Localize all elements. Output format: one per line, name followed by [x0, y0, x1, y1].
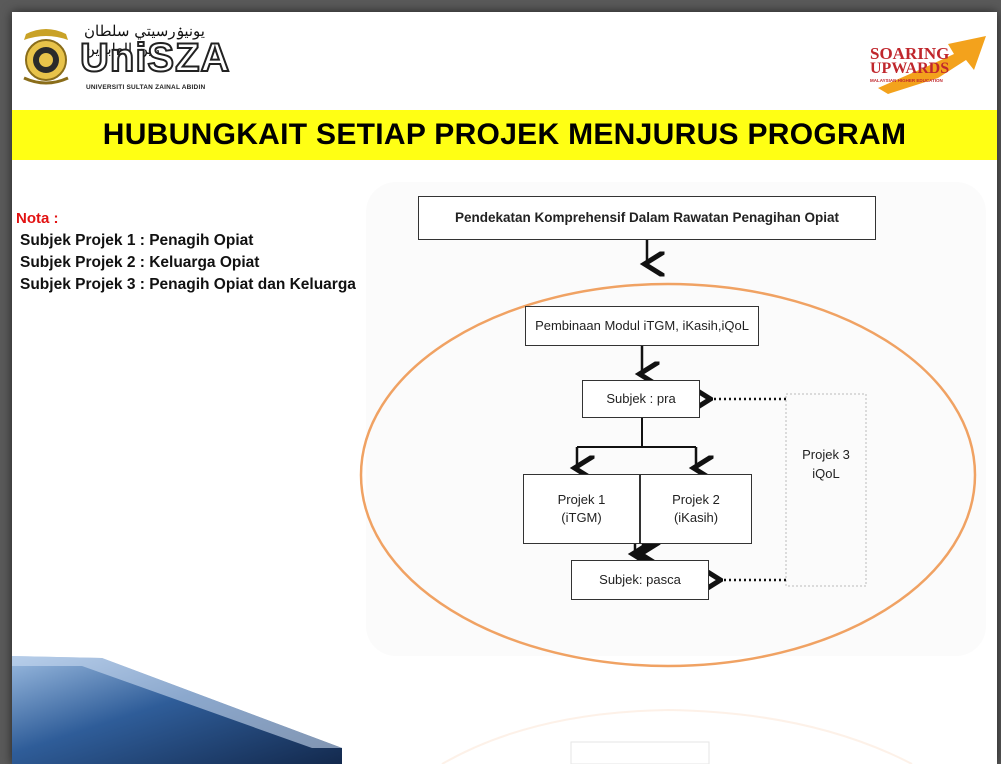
- top-approach-box: Pendekatan Komprehensif Dalam Rawatan Pe…: [418, 196, 876, 240]
- unisza-subtitle: UNIVERSITI SULTAN ZAINAL ABIDIN: [86, 84, 206, 91]
- subjek-pasca-box: Subjek: pasca: [571, 560, 709, 600]
- unisza-logo: يونيۏرسيتي سلطان زين العابدين UniSZA UNI…: [14, 20, 232, 92]
- higher-education-text: MALAYSIAN HIGHER EDUCATION: [870, 78, 943, 83]
- projek2-module: (iKasih): [673, 510, 719, 525]
- arabic-name: يونيۏرسيتي سلطان زين العابدين: [84, 22, 205, 58]
- projek1-box: Projek 1 (iTGM): [523, 474, 640, 544]
- note-line: Subjek Projek 2 : Keluarga Opiat: [20, 254, 260, 271]
- projek1-module: (iTGM): [561, 510, 602, 525]
- projek2-box: Projek 2 (iKasih): [640, 474, 752, 544]
- soaring-upwards-logo: SOARING UPWARDS MALAYSIAN HIGHER EDUCATI…: [868, 30, 990, 94]
- projek3-title: Projek 3: [802, 447, 850, 462]
- slide: يونيۏرسيتي سلطان زين العابدين UniSZA UNI…: [12, 12, 997, 764]
- subjek-pra-box: Subjek : pra: [582, 380, 700, 418]
- projek3-box: [785, 393, 867, 587]
- projek1-title: Projek 1: [557, 492, 606, 507]
- decorative-chevron: [12, 656, 913, 764]
- modul-box: Pembinaan Modul iTGM, iKasih,iQoL: [525, 306, 759, 346]
- diagram-graphics: [359, 182, 986, 668]
- projek3-label: Projek 3 iQoL: [786, 445, 866, 483]
- page-title: HUBUNGKAIT SETIAP PROJEK MENJURUS PROGRA…: [102, 118, 907, 151]
- soaring-text: SOARING: [870, 44, 950, 63]
- note-line: Subjek Projek 1 : Penagih Opiat: [20, 232, 254, 249]
- notes-block: Nota : Subjek Projek 1 : Penagih Opiat S…: [16, 208, 356, 296]
- unisza-wordmark: UniSZA: [79, 35, 231, 81]
- projek2-title: Projek 2: [672, 492, 720, 507]
- projek3-module: iQoL: [812, 466, 840, 481]
- upwards-text: UPWARDS: [870, 60, 950, 77]
- title-banner: HUBUNGKAIT SETIAP PROJEK MENJURUS PROGRA…: [12, 110, 997, 160]
- note-line: Subjek Projek 3 : Penagih Opiat dan Kelu…: [20, 276, 356, 293]
- diagram-background: [366, 182, 986, 656]
- nota-label: Nota :: [16, 210, 59, 227]
- upward-arrow-icon: [878, 36, 986, 94]
- program-ellipse: [359, 282, 977, 668]
- crest-icon: [23, 29, 69, 85]
